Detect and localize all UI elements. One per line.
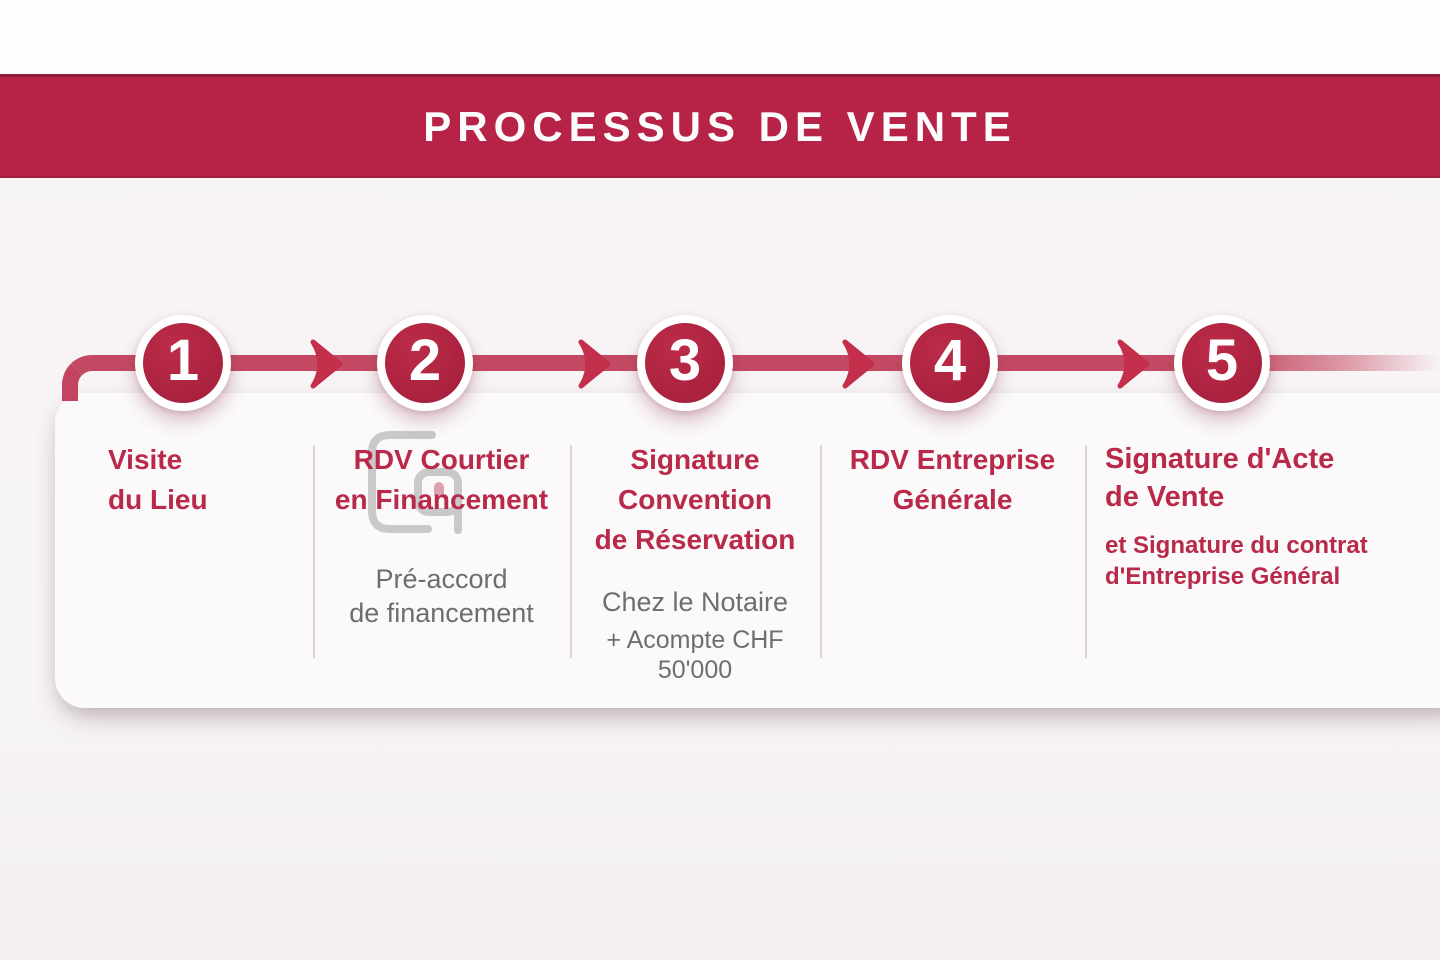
step-title: Visite du Lieu — [108, 444, 208, 515]
column-divider — [1085, 445, 1087, 658]
step-circle-2: 2 — [377, 315, 473, 411]
arrow-right-icon — [842, 339, 875, 389]
step-column-5: Signature d'Acte de Vente et Signature d… — [1105, 440, 1425, 592]
step-title: Signature Convention de Réservation — [594, 444, 796, 555]
step-number: 2 — [408, 328, 442, 393]
step-circle-4: 4 — [902, 315, 998, 411]
column-divider — [570, 445, 572, 658]
arrow-right-icon — [1117, 339, 1150, 389]
step-note: Chez le Notaire — [601, 587, 789, 617]
step-number: 5 — [1205, 328, 1239, 393]
step-column-3: Signature Convention de Réservation Chez… — [570, 440, 820, 685]
step-number: 4 — [933, 328, 967, 393]
page-title: PROCESSUS DE VENTE — [423, 102, 1017, 150]
column-divider — [313, 445, 315, 658]
step-title: Signature d'Acte de Vente — [1105, 443, 1335, 513]
step-circle-1: 1 — [135, 315, 231, 411]
step-extra-note: + Acompte CHF 50'000 — [606, 626, 784, 684]
step-title: RDV Courtier en Financement — [334, 444, 549, 515]
timeline-card — [55, 393, 1440, 708]
logo-watermark-icon — [368, 431, 462, 534]
arrow-right-icon — [310, 339, 343, 389]
step-circle-3: 3 — [637, 315, 733, 411]
step-number: 1 — [166, 328, 200, 393]
step-number: 3 — [668, 328, 702, 393]
step-note: Pré-accord de financement — [349, 564, 534, 628]
step-column-1: Visite du Lieu — [108, 440, 308, 520]
banner: PROCESSUS DE VENTE — [0, 74, 1440, 178]
step-circle-5: 5 — [1174, 315, 1270, 411]
top-strip — [0, 0, 1440, 74]
step-column-2: RDV Courtier en Financement Pré-accord d… — [313, 440, 570, 630]
step-subtitle: et Signature du contrat d'Entreprise Gén… — [1105, 532, 1368, 590]
arrow-right-icon — [578, 339, 611, 389]
column-divider — [820, 445, 822, 658]
step-title: RDV Entreprise Générale — [849, 444, 1056, 515]
step-column-4: RDV Entreprise Générale — [820, 440, 1085, 520]
